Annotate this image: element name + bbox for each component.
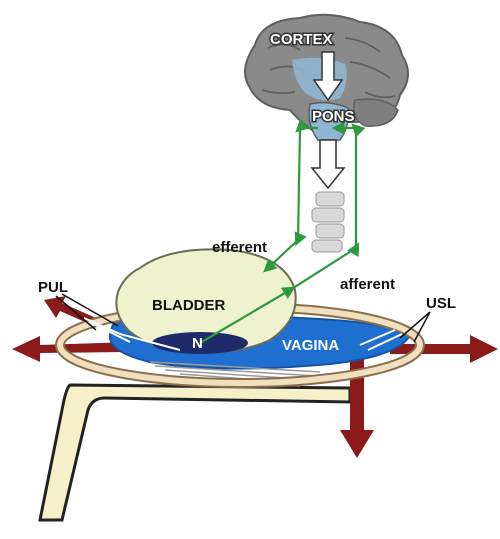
pubic-bone [40,385,350,520]
bladder-label: BLADDER [152,297,225,314]
efferent-path [268,128,318,268]
pons-down-arrow [312,140,344,188]
spinal-cord-icon [312,192,344,252]
n-label: N [192,335,203,352]
afferent-label: afferent [340,276,395,293]
pul-label: PUL [38,279,68,296]
pons-label: PONS [312,108,355,125]
vagina-label: VAGINA [282,337,339,354]
usl-label: USL [426,295,456,312]
efferent-label: efferent [212,239,267,256]
cortex-label: CORTEX [270,31,333,48]
